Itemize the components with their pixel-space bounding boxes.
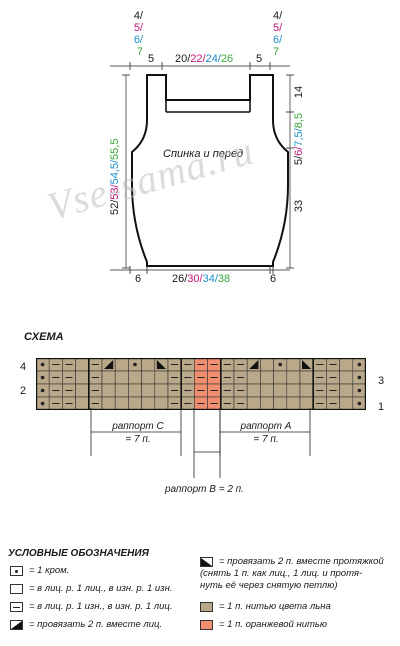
repeat-a-label: раппорт А= 7 п. <box>240 421 292 445</box>
legend-k2tog: = провязать 2 п. вместе лиц. <box>10 619 162 631</box>
orange-swatch-icon <box>200 620 213 630</box>
body-height-label: 33 <box>293 199 306 213</box>
grid-cell <box>114 383 129 398</box>
grid-cell <box>286 358 301 372</box>
top-width-label: 20/22/24/26 <box>175 53 234 65</box>
grid-cell <box>246 383 261 398</box>
grid-cell <box>339 370 354 385</box>
grid-cell <box>141 358 156 372</box>
k2tog-mark <box>249 360 259 369</box>
size-stack-right: 4/ 5/ 6/ 7 <box>273 10 283 58</box>
repeat-c-label: раппорт С= 7 п. <box>112 421 164 445</box>
grid-cell <box>128 383 142 398</box>
bottom-side-right: 6 <box>270 273 277 285</box>
strap-width-left: 5 <box>148 53 155 65</box>
grid-cell <box>114 370 129 385</box>
k2tog-mark <box>104 360 114 369</box>
grid-border <box>36 358 366 410</box>
total-height-label: 52/53/54,5/55,5 <box>109 138 121 215</box>
repeat-b-label: раппорт В = 2 п. <box>165 484 244 495</box>
ssk-mark <box>156 360 166 369</box>
legend-ssk: = провязать 2 п. вместе протяжкой (снять… <box>200 556 384 591</box>
bottom-width-label: 26/30/34/38 <box>172 273 231 285</box>
garment-outline <box>131 74 289 267</box>
dot-mark <box>40 375 45 380</box>
grid-cell <box>114 358 129 372</box>
grid-cell <box>286 383 301 398</box>
row-label-3: 3 <box>378 375 385 387</box>
size-stack-left: 4/ 5/ 6/ 7 <box>133 10 143 58</box>
right-decrease-icon <box>10 620 23 630</box>
armhole-height-label: 5/6/7,5/8,5 <box>293 112 305 165</box>
grid-cell <box>299 370 314 385</box>
dot-mark <box>40 388 45 393</box>
grid-cell <box>260 358 274 372</box>
flax-swatch-icon <box>200 602 213 612</box>
grid-cell <box>141 383 156 398</box>
grid-cell <box>299 383 314 398</box>
grid-cell <box>260 383 274 398</box>
grid-cell <box>273 383 288 398</box>
grid-cell <box>246 370 261 385</box>
grid-cell <box>75 370 90 385</box>
repeat-brackets <box>90 408 311 478</box>
dot-mark <box>40 401 45 406</box>
piece-label: Спинка и перед <box>163 148 244 160</box>
dash-cell-icon <box>10 602 23 612</box>
grid-cell <box>101 370 116 385</box>
grid-cell <box>260 370 274 385</box>
dot-mark <box>357 388 362 393</box>
dot-mark <box>357 362 362 367</box>
grid-cell <box>128 370 142 385</box>
legend-edge-stitch: = 1 кром. <box>10 565 69 577</box>
scheme-title: СХЕМА <box>24 331 64 343</box>
row-label-2: 2 <box>20 385 27 397</box>
strap-width-right: 5 <box>256 53 263 65</box>
legend-orange-color: = 1 п. оранжевой нитью <box>200 619 327 631</box>
dot-mark <box>278 362 282 367</box>
grid-cell <box>141 370 156 385</box>
row-label-4: 4 <box>20 361 27 373</box>
grid-cell <box>273 370 288 385</box>
edge-stitch-icon <box>10 566 23 576</box>
dot-mark <box>357 375 362 380</box>
grid-cell <box>154 370 169 385</box>
grid-cell <box>339 383 354 398</box>
grid-cell <box>246 358 261 372</box>
garment-schematic <box>110 62 294 274</box>
grid-cell <box>154 383 169 398</box>
dot-mark <box>40 362 45 367</box>
legend-title: УСЛОВНЫЕ ОБОЗНАЧЕНИЯ <box>8 548 149 559</box>
stitch-grid <box>36 358 366 410</box>
dot-mark <box>357 401 362 406</box>
ssk-mark <box>302 360 312 369</box>
empty-cell-icon <box>10 584 23 594</box>
legend-knit: = в лиц. р. 1 лиц., в изн. р. 1 изн. <box>10 583 172 595</box>
legend-flax-color: = 1 п. нитью цвета льна <box>200 601 331 613</box>
grid-cell <box>75 358 90 372</box>
left-decrease-icon <box>200 557 213 567</box>
dot-mark <box>133 362 137 367</box>
grid-cell <box>101 383 116 398</box>
grid-cell <box>75 383 90 398</box>
bottom-side-left: 6 <box>135 273 142 285</box>
legend-purl: = в лиц. р. 1 изн., в изн. р. 1 лиц. <box>10 601 172 613</box>
row-label-1: 1 <box>378 401 385 413</box>
grid-cell <box>286 370 301 385</box>
grid-cell <box>339 358 354 372</box>
